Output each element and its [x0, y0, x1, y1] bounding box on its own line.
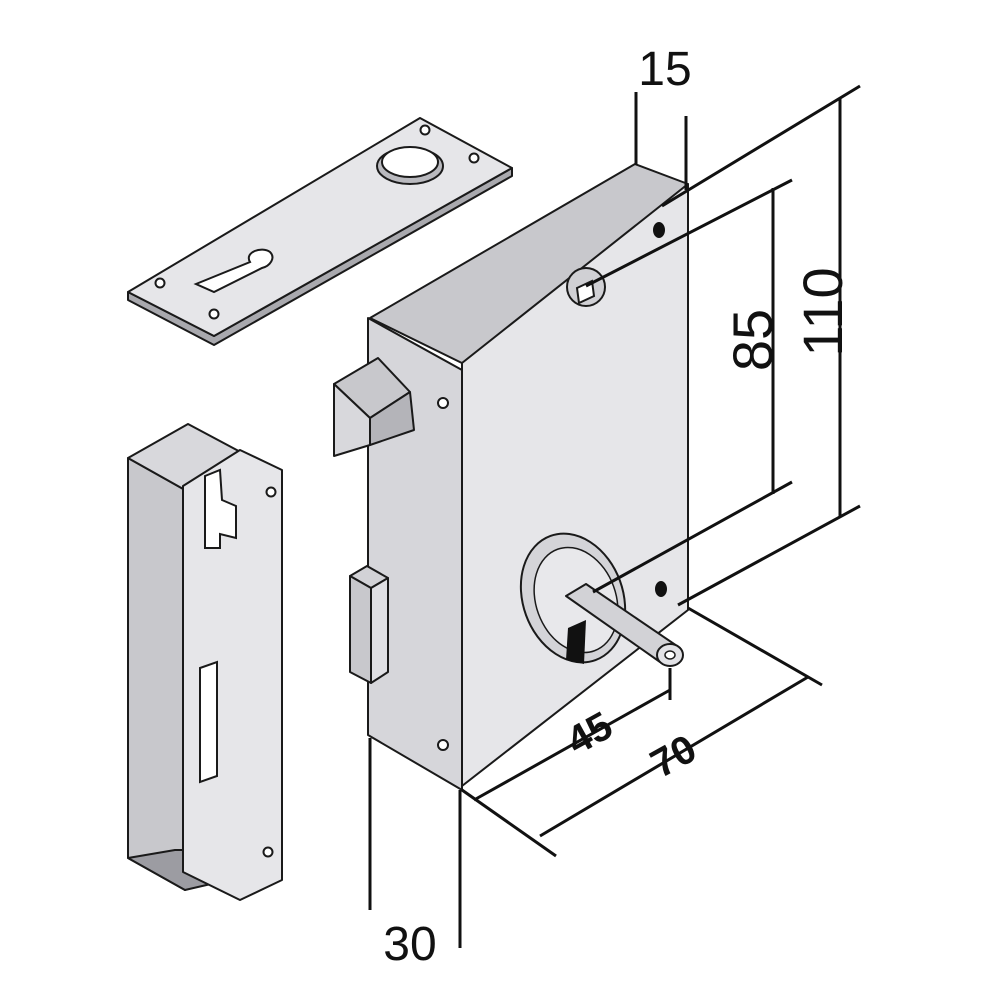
strike-screw-hole-bottom: [262, 846, 274, 858]
dim-85-ext-top: [585, 178, 793, 288]
cylinder-hole: [381, 146, 439, 178]
escutcheon-plate: [127, 117, 513, 346]
dim-30-label: 30: [383, 918, 436, 971]
dead-bolt-side: [370, 577, 389, 684]
dim-70-ext-right: [687, 606, 823, 687]
strike-screw-hole-top: [265, 486, 277, 498]
screw-hole-1: [154, 277, 166, 289]
screw-hole-3: [419, 124, 431, 136]
strike-plate: [182, 449, 283, 901]
dead-bolt: [349, 565, 389, 684]
case-hole-top: [653, 222, 665, 238]
dimension-lines: [368, 84, 861, 948]
dim-110-ext-bottom: [677, 504, 861, 607]
strike-box-side: [127, 457, 186, 891]
strike-bolt-opening: [199, 660, 218, 784]
dead-bolt-front: [349, 575, 372, 684]
dim-45-line: [473, 688, 671, 802]
cylinder-pin: [565, 583, 684, 667]
dim-70-line: [539, 675, 809, 838]
strike-latch-opening: [204, 468, 237, 549]
forend-screw-hole-bottom: [437, 739, 449, 751]
dim-110-label: 110: [791, 267, 854, 356]
screw-hole-4: [468, 152, 480, 164]
dim-85-ext-bottom: [592, 480, 793, 594]
forend-screw-hole-top: [437, 397, 449, 409]
screw-hole-2: [208, 308, 220, 320]
cylinder-pin-bore: [664, 650, 676, 660]
strike-box: [127, 423, 283, 901]
dim-70-ext-left: [461, 788, 557, 858]
dim-70-label: 70: [644, 727, 704, 787]
dim-85-label: 85: [721, 309, 784, 371]
dim-15-label: 15: [638, 43, 691, 96]
key-slot: [566, 620, 586, 664]
latch-bolt: [333, 357, 415, 457]
latch-bolt-bevel: [369, 391, 415, 446]
dim-45-label: 45: [560, 704, 620, 764]
keyhole-slot: [193, 248, 274, 294]
dim-110-ext-top: [661, 84, 861, 208]
case-hole-bottom: [655, 581, 667, 597]
follower-spindle-hole: [566, 267, 606, 307]
